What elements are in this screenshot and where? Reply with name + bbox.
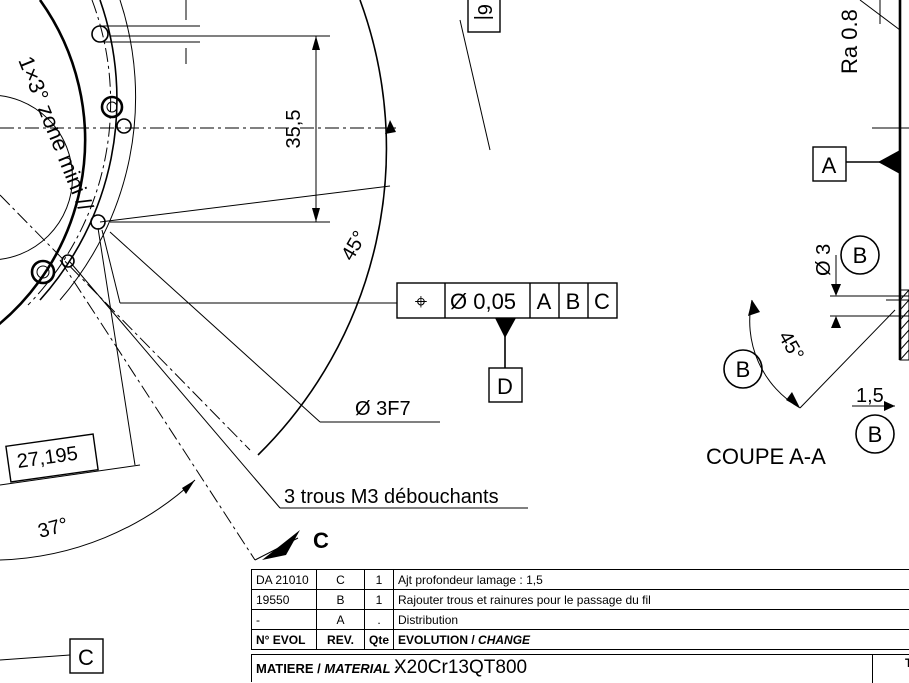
header-evolution-en: CHANGE xyxy=(478,633,530,647)
datum-c-text: C xyxy=(78,645,94,670)
angle-37-text: 37° xyxy=(36,514,71,543)
detail-b-text-2: B xyxy=(736,357,751,382)
header-qty: Qte xyxy=(365,630,394,650)
header-rev: REV. xyxy=(317,630,365,650)
fcf-datum-a: A xyxy=(537,289,552,314)
evol-cell: - xyxy=(252,610,317,630)
rev-cell: C xyxy=(317,570,365,590)
hole-counterbore xyxy=(102,97,122,117)
material-value: X20Cr13QT800 xyxy=(394,657,527,679)
section-view xyxy=(748,0,909,411)
large-dimension-arc xyxy=(258,0,386,455)
revision-table: DA 21010 C 1 Ajt profondeur lamage : 1,5… xyxy=(251,569,909,650)
evol-cell: 19550 xyxy=(252,590,317,610)
angle-37-arc xyxy=(0,480,195,560)
dim-1-5-text: 1,5 xyxy=(856,385,884,407)
header-evol: N° EVOL xyxy=(252,630,317,650)
title-block-corner: T xyxy=(872,655,909,683)
diagonal-centerline xyxy=(0,195,250,450)
material-label: MATIERE / MATERIAL : xyxy=(256,661,398,676)
material-row: MATIERE / MATERIAL : X20Cr13QT800 T xyxy=(251,654,909,682)
section-title: COUPE A-A xyxy=(706,444,826,469)
table-row: 19550 B 1 Rajouter trous et rainures pou… xyxy=(252,590,909,610)
dim-35-5-text: 35,5 xyxy=(283,110,305,149)
position-symbol-icon: ⌖ xyxy=(415,289,427,314)
qty-cell: 1 xyxy=(365,590,394,610)
angle-ref-line xyxy=(100,186,390,222)
table-row: - A . Distribution xyxy=(252,610,909,630)
datum-a-text: A xyxy=(822,153,837,178)
hole-counterbore-inner xyxy=(107,102,117,112)
rev-cell: B xyxy=(317,590,365,610)
evolution-cell: Ajt profondeur lamage : 1,5 xyxy=(394,570,909,590)
corner-text: T xyxy=(905,656,909,670)
qty-cell: 1 xyxy=(365,570,394,590)
holes xyxy=(32,26,131,283)
evolution-cell: Distribution xyxy=(394,610,909,630)
angle-45b-text: 45° xyxy=(774,328,808,365)
header-evolution: EVOLUTION / CHANGE xyxy=(394,630,909,650)
view-c-label: C xyxy=(313,528,329,553)
fcf-leader-arrow-line xyxy=(102,230,120,303)
top-small-dimension xyxy=(100,0,200,64)
evolution-cell: Rajouter trous et rainures pour le passa… xyxy=(394,590,909,610)
datum-d-text: D xyxy=(497,374,513,399)
top-leader xyxy=(460,20,490,150)
header-evolution-fr: EVOLUTION / xyxy=(398,633,475,647)
feature-control-frame: ⌖ Ø 0,05 A B C xyxy=(397,283,617,368)
small-pin-hole xyxy=(117,119,131,133)
hole-bottom-counterbore xyxy=(32,261,54,283)
table-row: DA 21010 C 1 Ajt profondeur lamage : 1,5 xyxy=(252,570,909,590)
diameter-3f7-text: Ø 3F7 xyxy=(355,398,411,420)
qty-cell: . xyxy=(365,610,394,630)
partial-top-text: 6| xyxy=(473,4,495,20)
fcf-datum-b: B xyxy=(566,289,581,314)
fcf-datum-c: C xyxy=(594,289,610,314)
table-header-row: N° EVOL REV. Qte EVOLUTION / CHANGE xyxy=(252,630,909,650)
3f7-leader xyxy=(110,232,320,422)
evol-cell: DA 21010 xyxy=(252,570,317,590)
holes-note-text: 3 trous M3 débouchants xyxy=(284,486,499,508)
detail-b-text-3: B xyxy=(868,422,883,447)
section-c-line xyxy=(60,260,255,560)
datum-c-leader xyxy=(0,655,70,660)
hole-top xyxy=(92,26,108,42)
dimension-35-5: 35,5 xyxy=(110,36,330,222)
fcf-tolerance: Ø 0,05 xyxy=(450,289,516,314)
material-label-en: MATERIAL : xyxy=(324,661,398,676)
detail-b-text-1: B xyxy=(853,243,868,268)
roughness-text: Ra 0.8 xyxy=(837,9,862,74)
section-c-arrow-icon xyxy=(262,530,300,560)
material-label-fr: MATIERE / xyxy=(256,661,321,676)
diameter-3-text: Ø 3 xyxy=(813,244,835,276)
angle-45-text: 45° xyxy=(337,227,371,264)
flange-geometry xyxy=(0,0,386,455)
holes-note-leader xyxy=(70,262,280,508)
rev-cell: A xyxy=(317,610,365,630)
